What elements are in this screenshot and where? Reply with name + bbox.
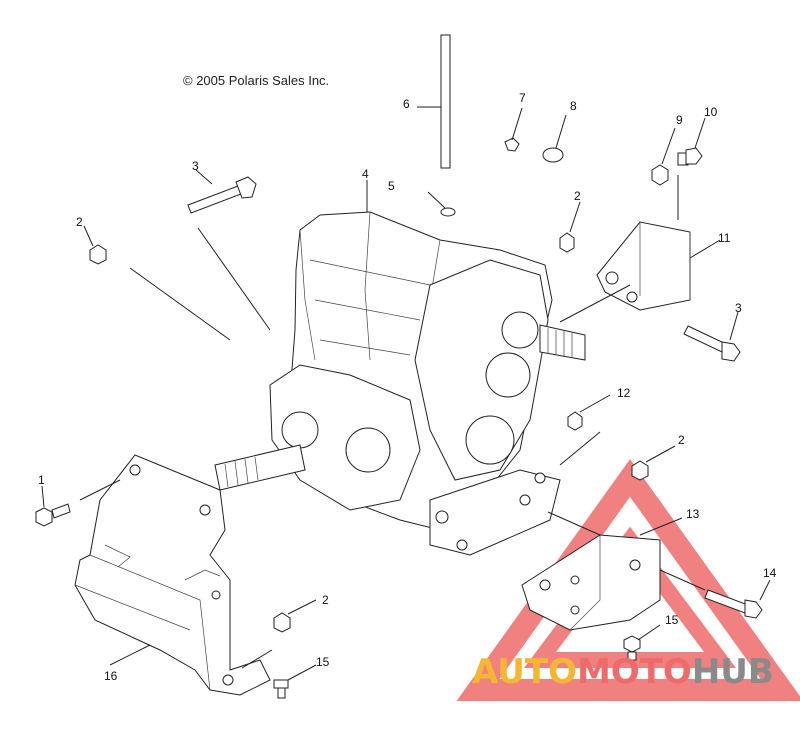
callout-3-6: 3 xyxy=(192,159,199,173)
callout-16-21: 16 xyxy=(104,669,118,683)
nut-part-2-lower xyxy=(241,599,317,669)
watermark-text-moto: MOTO xyxy=(577,652,692,692)
nut-part-2-upper xyxy=(559,201,581,253)
callout-4-8: 4 xyxy=(362,167,369,181)
nut-part-2-right xyxy=(631,445,676,481)
svg-text:AUTOMOTOHUB: AUTOMOTOHUB xyxy=(472,652,774,692)
watermark-text-hub: HUB xyxy=(692,652,774,692)
watermark-text-auto: AUTO xyxy=(472,652,577,692)
callout-2-4: 2 xyxy=(678,433,685,447)
callout-3-7: 3 xyxy=(735,301,742,315)
washer-part-5 xyxy=(427,191,456,217)
bracket-part-11 xyxy=(559,175,721,323)
bolt-part-3-left xyxy=(187,169,271,331)
clamp-part-8 xyxy=(542,114,567,163)
callout-9-13: 9 xyxy=(676,113,683,127)
copyright-notice: © 2005 Polaris Sales Inc. xyxy=(183,73,330,88)
bracket-part-16 xyxy=(74,454,271,696)
callout-5-9: 5 xyxy=(388,179,395,193)
callout-15-19: 15 xyxy=(665,613,679,627)
watermark-logo: AUTOMOTOHUB xyxy=(472,652,774,692)
callout-6-10: 6 xyxy=(403,97,410,111)
gearcase-assembly xyxy=(214,180,586,556)
callout-1-0: 1 xyxy=(38,473,45,487)
callout-8-12: 8 xyxy=(570,99,577,113)
bolt-part-3-right xyxy=(683,311,741,362)
pin-part-6 xyxy=(417,34,451,169)
bolt-part-10 xyxy=(677,117,706,166)
callout-2-2: 2 xyxy=(574,189,581,203)
callout-2-5: 2 xyxy=(322,593,329,607)
nut-part-2-left xyxy=(83,225,231,341)
nut-part-12 xyxy=(559,394,611,466)
callout-14-18: 14 xyxy=(763,566,777,580)
bolt-part-15-lower xyxy=(273,664,317,699)
callout-10-14: 10 xyxy=(704,105,718,119)
clip-part-7 xyxy=(504,107,523,152)
callout-7-11: 7 xyxy=(519,91,526,105)
bolt-part-1 xyxy=(35,479,121,527)
callout-11-15: 11 xyxy=(718,231,731,245)
bracket-part-13 xyxy=(521,511,683,631)
callout-13-17: 13 xyxy=(686,507,700,521)
bolt-part-14 xyxy=(659,569,771,619)
bolt-part-15-right xyxy=(623,624,661,661)
nut-part-9 xyxy=(651,127,676,186)
callout-15-20: 15 xyxy=(316,655,330,669)
callout-12-16: 12 xyxy=(617,386,631,400)
callout-2-1: 2 xyxy=(76,215,83,229)
